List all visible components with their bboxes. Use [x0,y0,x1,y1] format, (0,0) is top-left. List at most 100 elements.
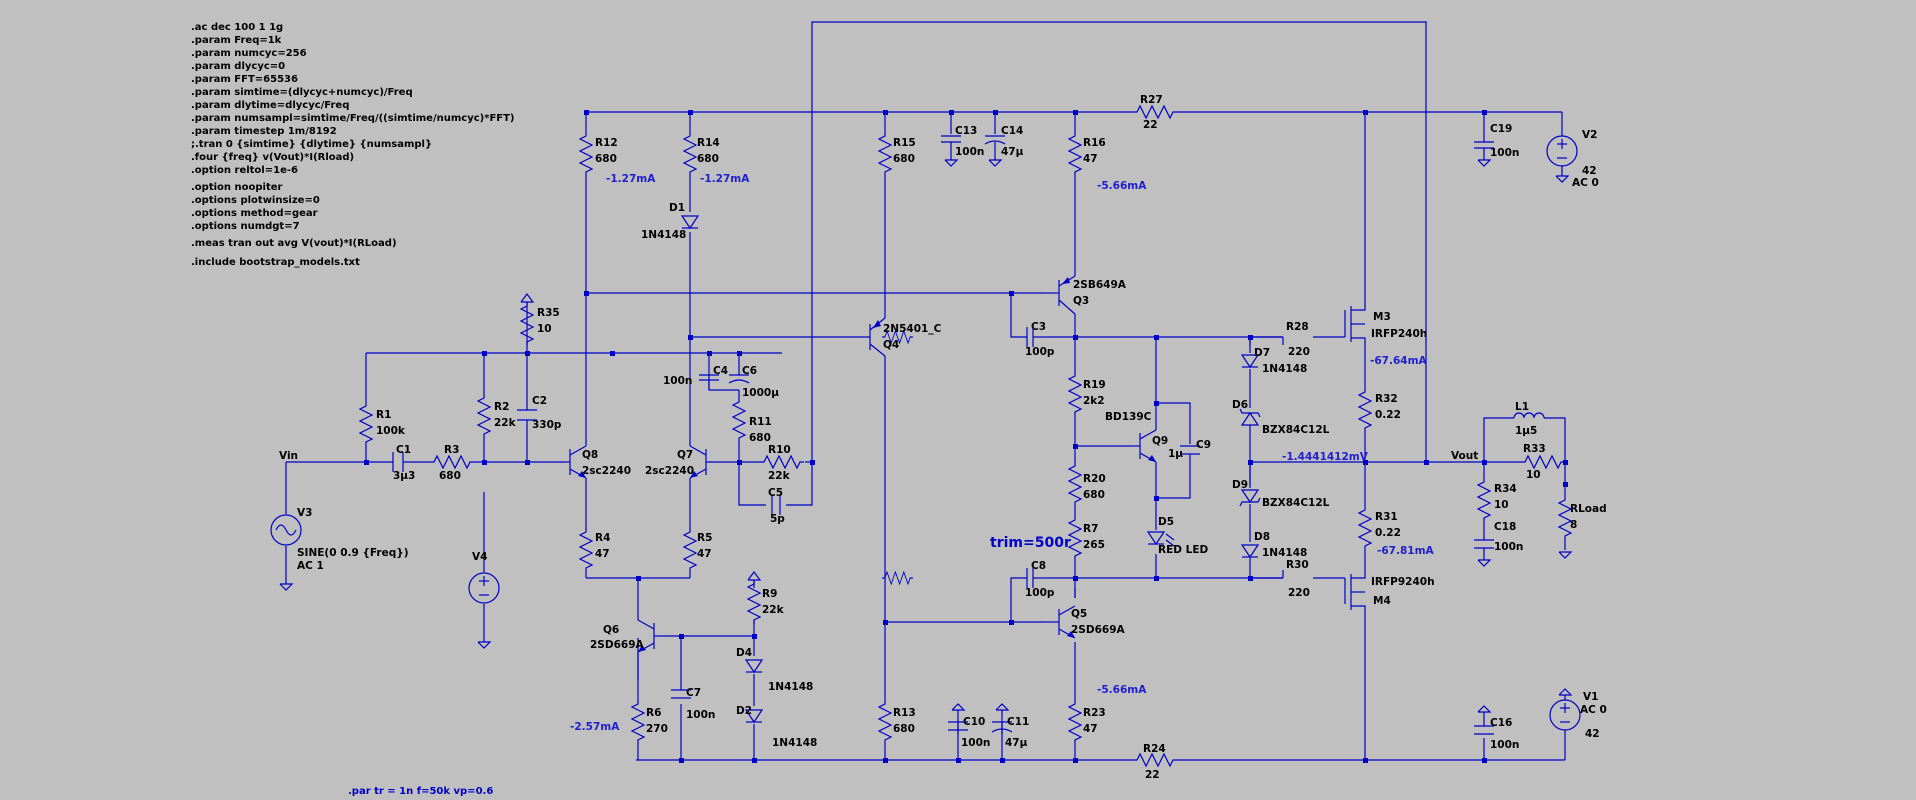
svg-text:R34: R34 [1494,483,1517,495]
resistor-r4[interactable] [579,527,593,573]
capacitor-c14[interactable] [984,135,1006,167]
directive-line: .param Freq=1k [191,35,282,46]
svg-text:47: 47 [697,548,712,560]
resistor-r16[interactable] [1068,131,1082,177]
voltage-source-v3[interactable] [270,514,302,591]
resistor-r24[interactable] [1132,753,1178,767]
capacitor-c13[interactable] [941,135,961,167]
resistor-r33[interactable] [1520,455,1566,469]
transistor-q3[interactable] [1043,275,1076,315]
voltage-source-v2[interactable] [1546,135,1578,183]
resistor-r3[interactable] [429,455,475,469]
led-d5[interactable] [1146,531,1175,547]
svg-text:8: 8 [1570,519,1577,531]
capacitor-c16[interactable] [1474,705,1494,735]
zener-d6[interactable] [1239,408,1261,426]
directive-line: .ac dec 100 1 1g [191,22,283,33]
resistor-r32[interactable] [1358,387,1372,433]
transistor-q8[interactable] [566,445,587,479]
svg-text:C6: C6 [742,365,757,377]
capacitor-c3[interactable] [1026,327,1047,347]
capacitor-c2[interactable] [517,409,537,421]
trim-label[interactable]: trim=500r [990,535,1071,551]
resistor-r10[interactable] [759,455,805,469]
voltage-source-v1[interactable] [1549,688,1581,731]
svg-text:Q6: Q6 [603,624,619,636]
capacitor-c1[interactable] [392,452,413,472]
diode-d8[interactable] [1240,544,1260,559]
resistor-r2[interactable] [477,393,491,439]
svg-text:R12: R12 [595,137,618,149]
svg-text:330p: 330p [532,419,562,431]
svg-text:265: 265 [1083,539,1105,551]
capacitor-c5[interactable] [771,495,781,515]
capacitor-c19[interactable] [1474,136,1494,167]
resistor-r34[interactable] [1477,477,1491,523]
svg-text:Q7: Q7 [677,449,693,461]
capacitor-c8[interactable] [1026,568,1047,588]
voltage-source-v4[interactable] [468,572,500,649]
resistor-r1[interactable] [359,401,373,447]
capacitor-c7[interactable] [671,689,691,699]
directive-line: .param FFT=65536 [191,74,298,85]
svg-text:270: 270 [646,723,668,735]
capacitor-c10[interactable] [948,703,968,731]
svg-text:D6: D6 [1232,399,1248,411]
directive-line: .param dlycyc=0 [191,61,285,72]
svg-text:C19: C19 [1490,123,1512,135]
svg-text:R23: R23 [1083,707,1106,719]
resistor-r6[interactable] [631,699,645,745]
svg-text:2k2: 2k2 [1083,395,1105,407]
svg-text:IRFP240h: IRFP240h [1371,328,1427,340]
transistor-q7[interactable] [689,445,709,479]
svg-text:R32: R32 [1375,393,1398,405]
capacitor-c18[interactable] [1474,539,1494,552]
resistor-r5[interactable] [683,527,697,573]
current-annotations: -1.27mA -1.27mA -5.66mA -67.64mA -1.4441… [570,173,1435,733]
resistor-r23[interactable] [1068,699,1082,745]
svg-text:R4: R4 [595,532,610,544]
resistor-r20[interactable] [1068,461,1082,507]
svg-text:100n: 100n [1490,147,1519,159]
mosfet-m3[interactable] [1344,290,1366,356]
transistor-q6[interactable] [637,610,660,680]
capacitor-c6[interactable] [728,374,750,384]
spice-directives[interactable]: .ac dec 100 1 1g .param Freq=1k .param n… [191,22,515,268]
mosfet-m4[interactable] [1344,560,1366,620]
directive-line: .param numcyc=256 [191,48,307,59]
transistor-q9[interactable] [1130,403,1157,490]
svg-text:BZX84C12L: BZX84C12L [1262,424,1330,436]
resistor-r19[interactable] [1068,371,1082,417]
resistor-r14[interactable] [683,131,697,177]
inductor-l1[interactable] [1513,412,1545,419]
svg-text:D5: D5 [1158,516,1174,528]
param-directive[interactable]: .par tr = 1n f=50k vp=0.6 [348,786,493,797]
svg-text:R31: R31 [1375,511,1398,523]
diode-d1[interactable] [680,215,700,230]
resistor-r30[interactable] [881,571,914,585]
svg-text:D2: D2 [736,705,752,717]
resistor-r31[interactable] [1358,505,1372,551]
diode-d2[interactable] [744,709,764,724]
transistor-q4[interactable] [869,317,886,357]
resistor-r12[interactable] [579,131,593,177]
svg-text:Q8: Q8 [582,449,598,461]
wires [285,21,1566,761]
resistor-r11[interactable] [732,397,746,443]
transistor-q5[interactable] [1043,605,1076,639]
resistor-r15[interactable] [878,131,892,177]
svg-text:C1: C1 [396,444,411,456]
svg-text:C11: C11 [1007,716,1029,728]
capacitor-c9[interactable] [1180,445,1200,460]
directive-line: .param dlytime=dlycyc/Freq [191,100,349,111]
capacitor-c4[interactable] [699,374,719,390]
diode-d4[interactable] [744,659,764,674]
resistor-r27[interactable] [1132,105,1178,119]
resistor-r13[interactable] [878,699,892,745]
diode-d7[interactable] [1240,354,1260,369]
capacitor-c11[interactable] [991,703,1013,733]
svg-text:C13: C13 [955,125,977,137]
zener-d9[interactable] [1239,489,1261,507]
svg-text:1N4148: 1N4148 [772,737,817,749]
